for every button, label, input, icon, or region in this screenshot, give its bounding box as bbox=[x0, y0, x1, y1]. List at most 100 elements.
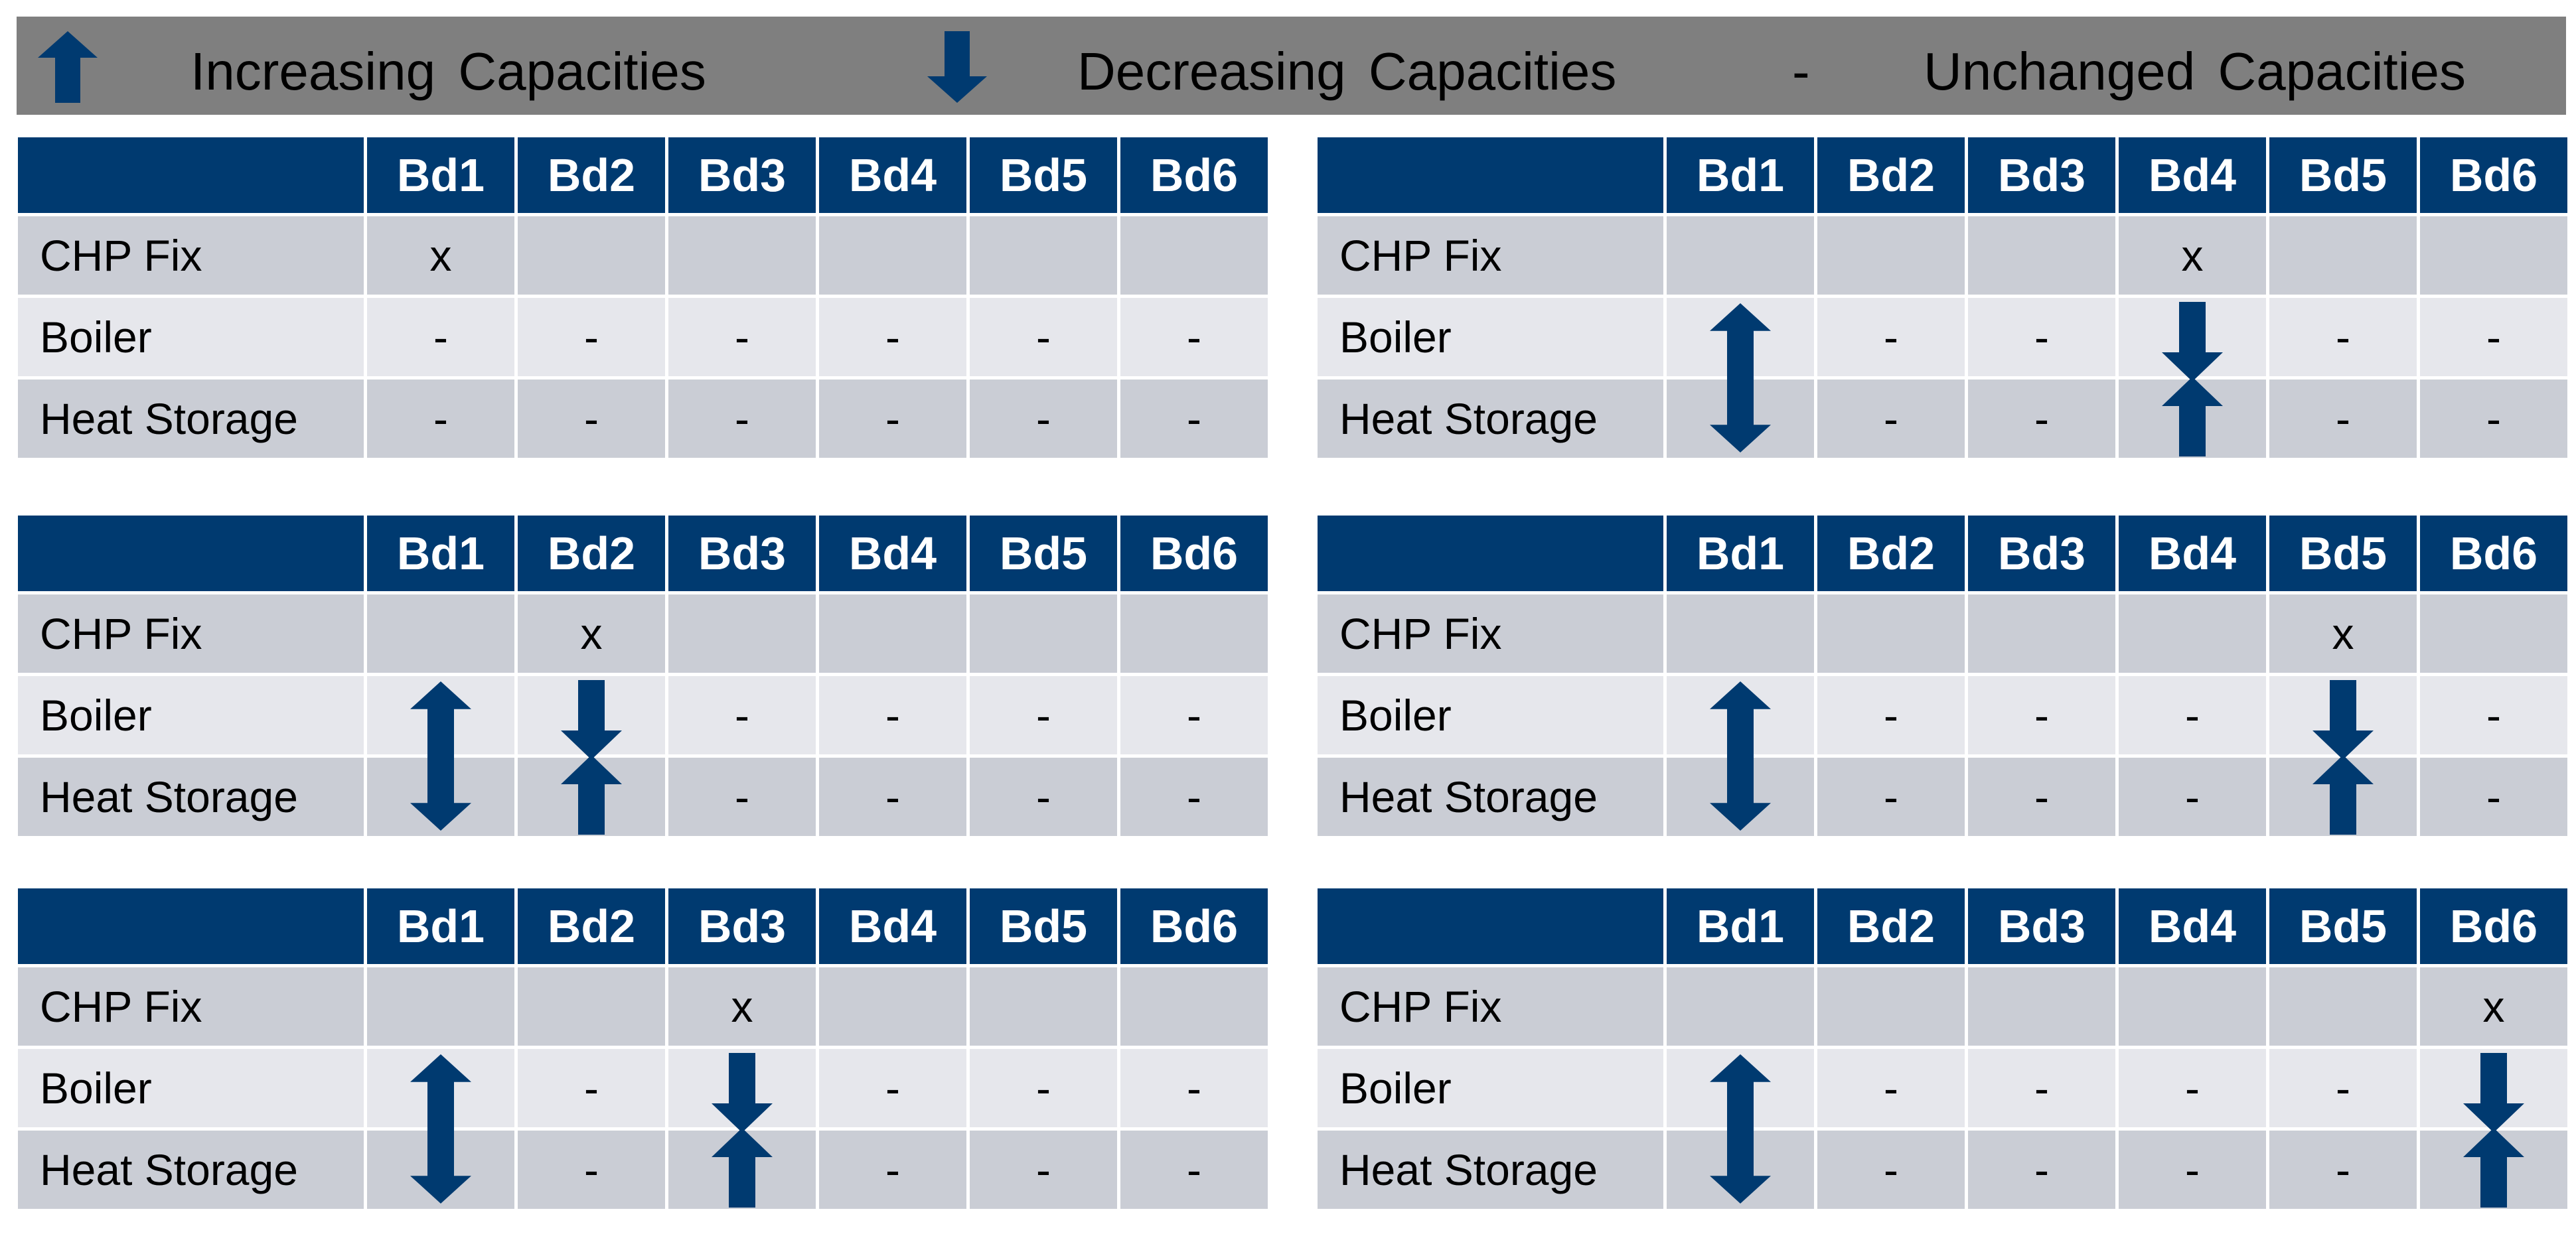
column-header-bd5: Bd5 bbox=[970, 888, 1117, 964]
cell-value: x bbox=[2332, 609, 2354, 658]
column-header-bd2: Bd2 bbox=[518, 888, 665, 964]
table-cell bbox=[1667, 967, 1814, 1046]
cell-value: - bbox=[1036, 1064, 1051, 1113]
table-cell bbox=[367, 1049, 514, 1130]
cell-value: - bbox=[2486, 394, 2501, 443]
table-cell: - bbox=[668, 676, 816, 754]
table-cell bbox=[518, 967, 665, 1046]
table-cell: - bbox=[518, 380, 665, 458]
heat-storage-row: Heat Storage------ bbox=[18, 380, 1268, 458]
table-cell: - bbox=[518, 1049, 665, 1127]
table-cell bbox=[2420, 1128, 2567, 1209]
table-cell bbox=[2269, 755, 2417, 836]
legend-unchanged-symbol: - bbox=[1792, 42, 1810, 101]
header-corner bbox=[18, 888, 364, 964]
chp-fix-row: CHP Fix x bbox=[1318, 967, 2567, 1046]
arrow-up-icon bbox=[2312, 755, 2374, 835]
table-cell: - bbox=[2269, 380, 2417, 458]
cell-value: - bbox=[1187, 772, 1201, 821]
cell-value: - bbox=[735, 772, 749, 821]
arrow-up-icon bbox=[1710, 303, 1771, 379]
table-cell bbox=[970, 967, 1117, 1046]
column-header-bd5: Bd5 bbox=[970, 516, 1117, 591]
table-cell: - bbox=[970, 380, 1117, 458]
column-header-bd4: Bd4 bbox=[2119, 137, 2266, 213]
column-header-bd6: Bd6 bbox=[2420, 516, 2567, 591]
cell-value: - bbox=[1036, 1145, 1051, 1194]
row-label: Heat Storage bbox=[1318, 758, 1663, 836]
table-cell: x bbox=[518, 594, 665, 673]
cell-value: - bbox=[735, 394, 749, 443]
cell-value: - bbox=[433, 394, 448, 443]
column-header-bd4: Bd4 bbox=[819, 137, 966, 213]
table-cell bbox=[1667, 594, 1814, 673]
heat-storage-row: Heat Storage---- bbox=[18, 755, 1268, 836]
cell-value: - bbox=[1036, 772, 1051, 821]
table-cell: - bbox=[2269, 1049, 2417, 1127]
table-cell: - bbox=[819, 758, 966, 836]
table-cell bbox=[1667, 377, 1814, 458]
cell-value: - bbox=[2034, 394, 2049, 443]
boiler-row: Boiler---- bbox=[1318, 1049, 2567, 1133]
table-cell: - bbox=[1817, 758, 1965, 836]
row-label: CHP Fix bbox=[1318, 594, 1663, 673]
cell-value: - bbox=[885, 312, 900, 362]
table-cell: - bbox=[970, 758, 1117, 836]
column-header-bd1: Bd1 bbox=[1667, 137, 1814, 213]
cell-value: - bbox=[1187, 394, 1201, 443]
cell-value: - bbox=[1036, 312, 1051, 362]
table-cell bbox=[2119, 594, 2266, 673]
table-cell bbox=[970, 594, 1117, 673]
row-label: CHP Fix bbox=[18, 216, 364, 295]
table-cell: - bbox=[1120, 298, 1268, 376]
arrow-up-icon bbox=[410, 1054, 471, 1130]
cell-value: - bbox=[1187, 1064, 1201, 1113]
cell-value: - bbox=[2034, 772, 2049, 821]
table-cell: - bbox=[819, 298, 966, 376]
cell-value: x bbox=[2181, 231, 2204, 280]
column-header-bd5: Bd5 bbox=[970, 137, 1117, 213]
column-header-bd6: Bd6 bbox=[1120, 888, 1268, 964]
table-cell bbox=[1667, 1128, 1814, 1209]
column-header-bd5: Bd5 bbox=[2269, 516, 2417, 591]
column-header-bd4: Bd4 bbox=[819, 516, 966, 591]
arrow-up-icon bbox=[2463, 1128, 2524, 1208]
column-header-bd2: Bd2 bbox=[1817, 516, 1965, 591]
cell-value: - bbox=[2486, 772, 2501, 821]
table-cell bbox=[1120, 594, 1268, 673]
row-label: Boiler bbox=[18, 298, 364, 376]
arrow-down-icon bbox=[2312, 680, 2374, 760]
table-cell bbox=[1968, 216, 2115, 295]
column-header-bd3: Bd3 bbox=[1968, 888, 2115, 964]
table-cell: - bbox=[2420, 298, 2567, 376]
table-cell bbox=[2269, 676, 2417, 760]
arrow-down-icon bbox=[1710, 755, 1771, 831]
cell-value: - bbox=[2185, 772, 2200, 821]
table-cell: - bbox=[1817, 1049, 1965, 1127]
table-cell bbox=[367, 676, 514, 757]
cell-value: - bbox=[885, 772, 900, 821]
arrow-up-icon bbox=[561, 755, 622, 835]
cell-value: x bbox=[2482, 982, 2505, 1031]
row-label: Heat Storage bbox=[1318, 1131, 1663, 1209]
cell-value: - bbox=[885, 394, 900, 443]
column-header-bd1: Bd1 bbox=[367, 888, 514, 964]
column-header-bd5: Bd5 bbox=[2269, 137, 2417, 213]
table-cell: - bbox=[668, 758, 816, 836]
table-cell: - bbox=[1968, 676, 2115, 754]
table-cell bbox=[1817, 216, 1965, 295]
table-cell: - bbox=[1817, 298, 1965, 376]
cell-value: - bbox=[2185, 1064, 2200, 1113]
table-cell bbox=[1120, 967, 1268, 1046]
table-cell bbox=[367, 967, 514, 1046]
cell-value: - bbox=[1036, 394, 1051, 443]
table-cell bbox=[367, 755, 514, 836]
row-label: CHP Fix bbox=[1318, 967, 1663, 1046]
column-header-bd3: Bd3 bbox=[1968, 516, 2115, 591]
table-cell: - bbox=[367, 380, 514, 458]
